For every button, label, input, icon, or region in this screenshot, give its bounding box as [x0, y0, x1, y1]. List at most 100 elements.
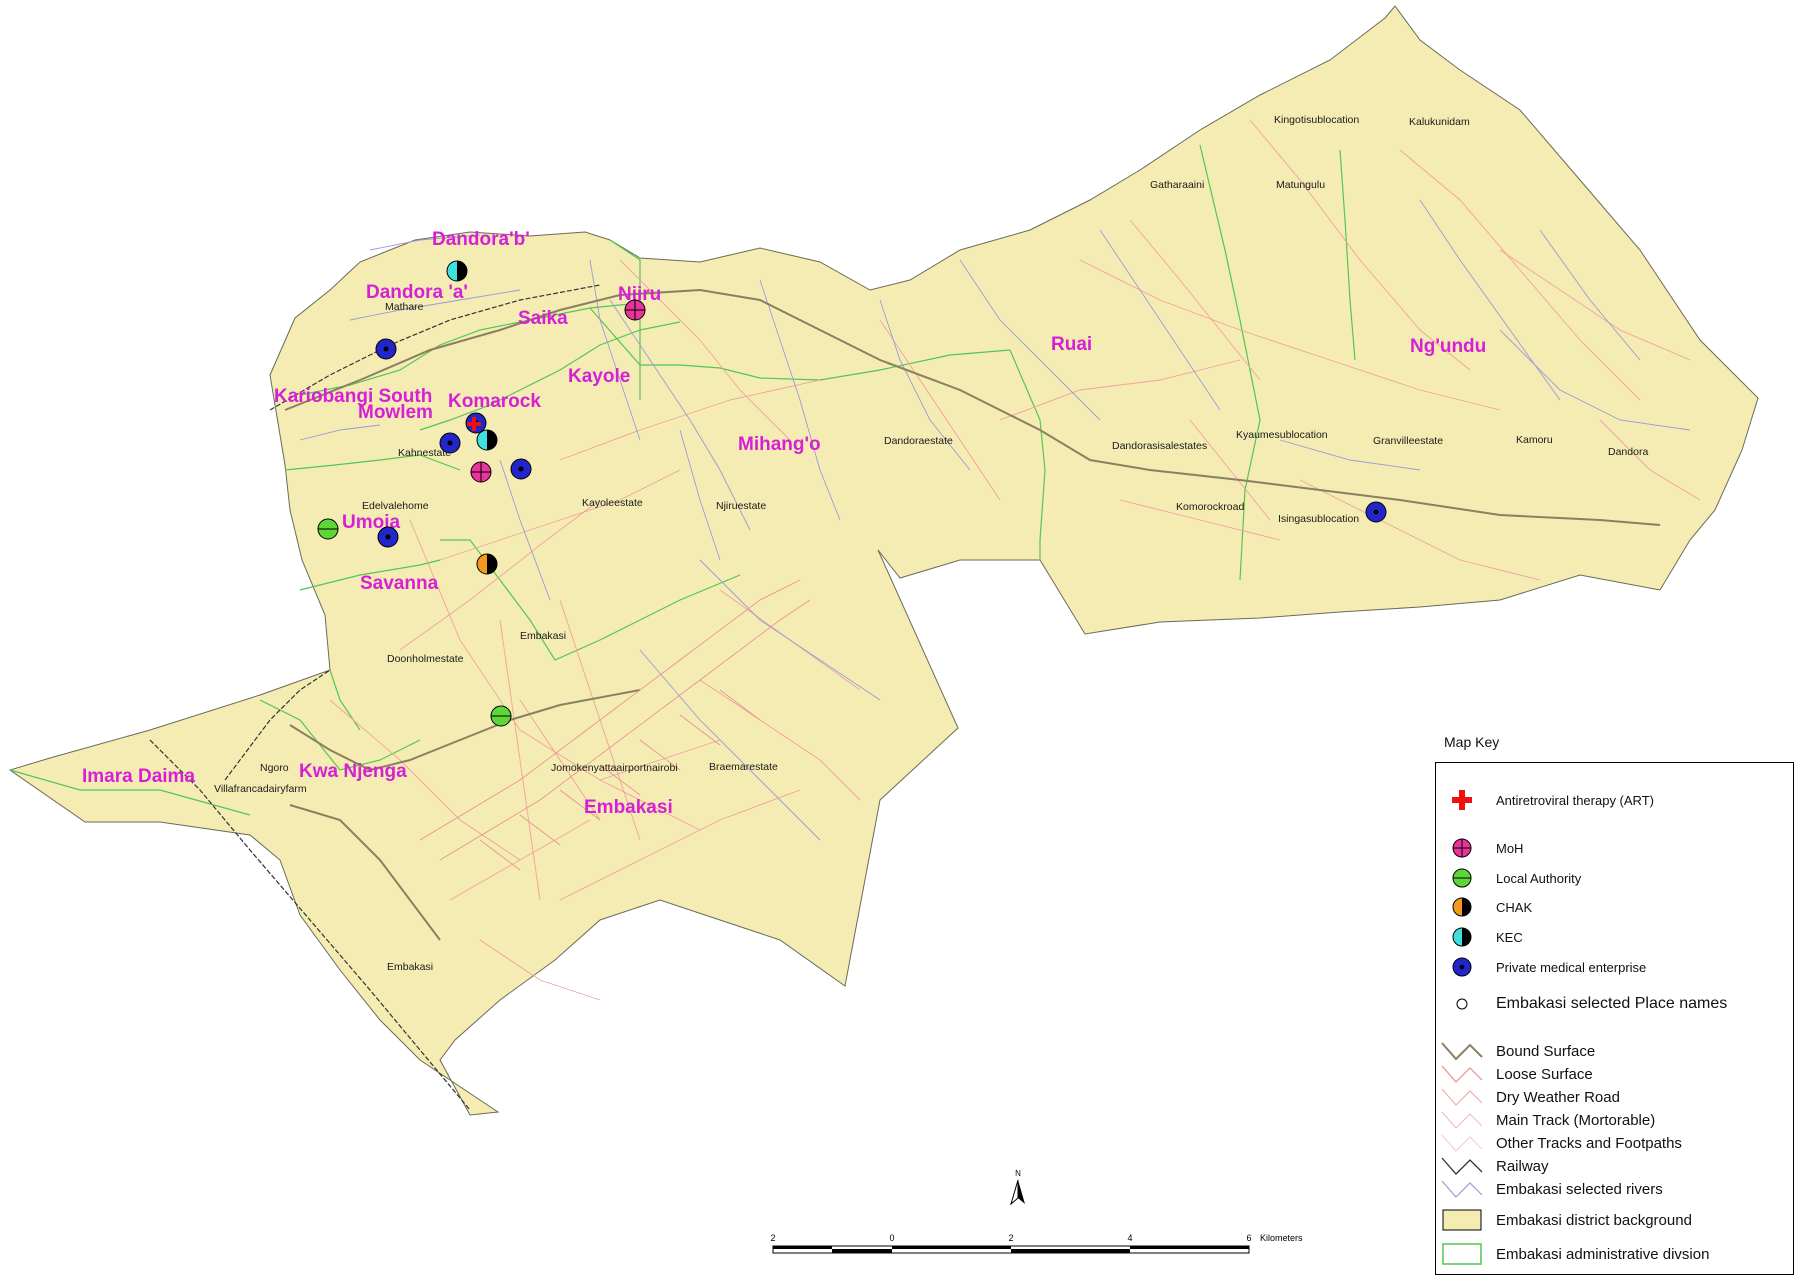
chak-marker-icon [1452, 897, 1472, 917]
legend-label: Antiretroviral therapy (ART) [1496, 792, 1654, 808]
legend-item-district-background: Embakasi district background [1436, 1209, 1692, 1231]
place-label: Kyaumesublocation [1236, 429, 1328, 441]
legend-label: Embakasi administrative divsion [1496, 1245, 1710, 1263]
district-boundary [8, 5, 1759, 1116]
legend-label: KEC [1496, 929, 1523, 945]
moh-marker-icon [470, 461, 492, 483]
other-tracks-line-icon [1441, 1134, 1483, 1152]
private-marker-icon [510, 458, 532, 480]
legend-item-place-names: Embakasi selected Place names [1436, 993, 1727, 1015]
loose-surface-roads [329, 119, 1701, 1001]
place-label: Gatharaaini [1150, 179, 1204, 191]
railway-line-icon [1441, 1157, 1483, 1175]
art-cross-icon [1452, 790, 1472, 810]
legend-item-bound-surface: Bound Surface [1436, 1039, 1595, 1063]
place-label: Kahnestate [398, 447, 451, 459]
place-label: Kayoleestate [582, 497, 643, 509]
place-label: Kalukunidam [1409, 116, 1470, 128]
region-label: Dandora'b' [432, 229, 530, 250]
place-label: Matungulu [1276, 179, 1325, 191]
place-label: Embakasi [387, 961, 433, 973]
scale-tick: 0 [889, 1233, 894, 1243]
legend-label: Embakasi district background [1496, 1211, 1692, 1229]
legend-item-admin-division: Embakasi administrative divsion [1436, 1243, 1709, 1265]
place-label: Jomokenyattaairportnairobi [551, 762, 678, 774]
legend-item-main-track: Main Track (Mortorable) [1436, 1108, 1655, 1132]
region-label: Ng'undu [1410, 336, 1486, 357]
legend-item-chak: CHAK [1436, 896, 1532, 918]
place-label: Kingotisublocation [1274, 114, 1359, 126]
local-authority-marker-icon [317, 518, 339, 540]
legend-item-kec: KEC [1436, 926, 1523, 948]
legend-label: CHAK [1496, 899, 1533, 915]
place-label: Njiruestate [716, 500, 766, 512]
dry-weather-road-line-icon [1441, 1088, 1483, 1106]
legend-label: Local Authority [1496, 870, 1582, 886]
bound-surface-roads [284, 288, 1661, 941]
region-label: Ruai [1051, 334, 1092, 355]
place-label: Isingasublocation [1278, 513, 1359, 525]
railways [149, 284, 601, 1111]
place-name-icon [1456, 998, 1468, 1010]
region-label: Mihang'o [738, 434, 821, 455]
scale-tick: 6 [1246, 1233, 1251, 1243]
kec-marker-icon [476, 429, 498, 451]
private-marker-icon [1452, 957, 1472, 977]
place-label: Dandora [1608, 446, 1648, 458]
legend-label: Dry Weather Road [1496, 1088, 1620, 1106]
scale-unit: Kilometers [1260, 1233, 1303, 1243]
region-label: Njiru [618, 284, 661, 305]
moh-marker-icon [624, 299, 646, 321]
facility-markers [317, 260, 1387, 727]
place-label: Kamoru [1516, 434, 1553, 446]
kec-marker-icon [446, 260, 468, 282]
place-label: Dandorasisalestates [1112, 440, 1207, 452]
local-authority-marker-icon [490, 705, 512, 727]
legend-label: Embakasi selected rivers [1496, 1180, 1663, 1198]
legend-item-loose-surface: Loose Surface [1436, 1062, 1593, 1086]
place-label: Villafrancadairyfarm [214, 783, 307, 795]
region-label: Kariobangi South [274, 386, 432, 407]
region-label: Savanna [360, 573, 439, 594]
legend-item-local-authority: Local Authority [1436, 867, 1581, 889]
region-label: Kayole [568, 366, 630, 387]
place-label: Edelvalehome [362, 500, 429, 512]
place-label: Dandoraestate [884, 435, 953, 447]
legend-label: Bound Surface [1496, 1042, 1596, 1060]
region-label: Komarock [448, 391, 541, 412]
scale-tick: 2 [770, 1233, 775, 1243]
legend-item-dry-weather-road: Dry Weather Road [1436, 1085, 1620, 1109]
region-label: Imara Daima [82, 766, 195, 787]
private-marker-icon [375, 338, 397, 360]
region-label: Embakasi [584, 797, 673, 818]
place-label: Komorockroad [1176, 501, 1244, 513]
chak-marker-icon [476, 553, 498, 575]
moh-marker-icon [1452, 838, 1472, 858]
district-background-swatch-icon [1442, 1209, 1482, 1231]
legend-label: Embakasi selected Place names [1496, 995, 1728, 1012]
loose-surface-line-icon [1441, 1065, 1483, 1083]
legend-item-rivers: Embakasi selected rivers [1436, 1177, 1663, 1201]
map-key-title: Map Key [1444, 734, 1500, 750]
admin-division-swatch-icon [1442, 1243, 1482, 1265]
map-legend: Antiretroviral therapy (ART) MoH Local A… [1435, 762, 1794, 1275]
scale-tick: 4 [1127, 1233, 1132, 1243]
scale-bar: 2 0 2 4 6 Kilometers [770, 1233, 1303, 1254]
place-label: Ngoro [260, 762, 289, 774]
kec-marker-icon [1452, 927, 1472, 947]
airport-grid [419, 579, 811, 871]
rivers-line-icon [1441, 1180, 1483, 1198]
region-label: Kwa Njenga [299, 761, 407, 782]
legend-item-private: Private medical enterprise [1436, 956, 1646, 978]
legend-item-moh: MoH [1436, 837, 1523, 859]
place-label: Granvilleestate [1373, 435, 1443, 447]
north-label: N [1015, 1169, 1021, 1178]
legend-item-railway: Railway [1436, 1154, 1549, 1178]
legend-item-other-tracks: Other Tracks and Footpaths [1436, 1131, 1682, 1155]
legend-label: Other Tracks and Footpaths [1496, 1134, 1682, 1152]
place-label: Mathare [385, 301, 424, 313]
place-labels: Mathare Kahnestate Edelvalehome Kayolees… [214, 114, 1648, 973]
place-label: Embakasi [520, 630, 566, 642]
north-arrow-icon: N [1010, 1169, 1025, 1206]
region-label: Dandora 'a' [366, 282, 468, 303]
